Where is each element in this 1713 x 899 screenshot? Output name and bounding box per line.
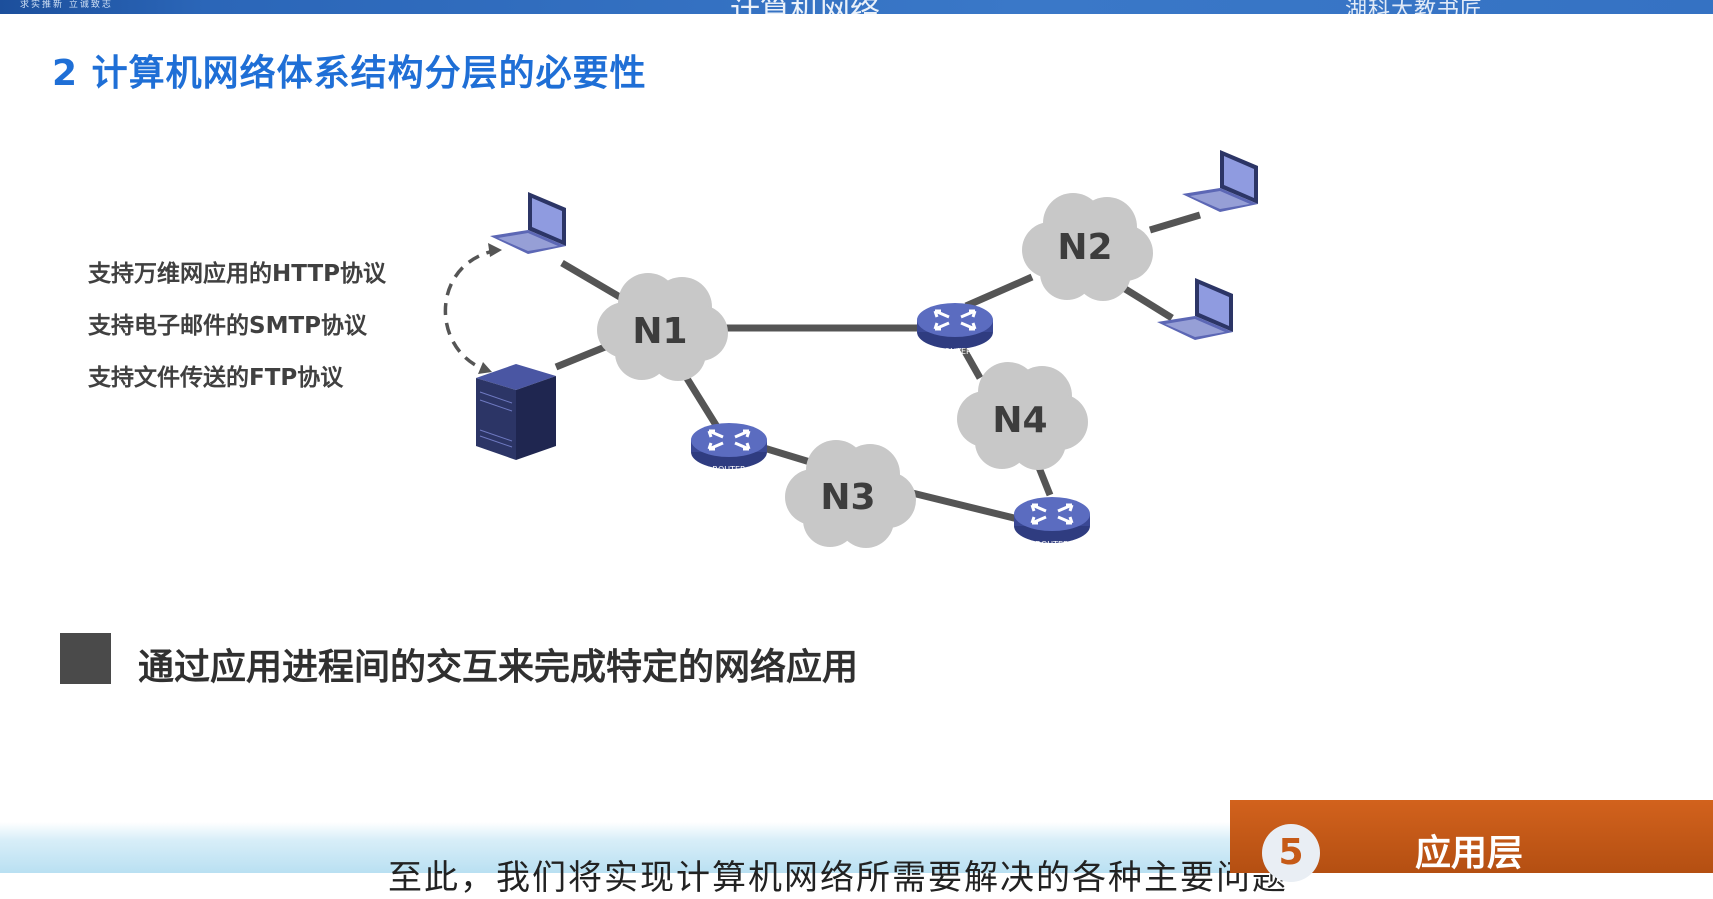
protocol-ftp-label: 支持文件传送的FTP协议 [88, 365, 344, 391]
network-diagram: N1 N2 N3 N4 ROUTER ROUTER ROUTER [443, 150, 1258, 549]
video-subtitle: 至此，我们将实现计算机网络所需要解决的各种主要问题 [388, 858, 1288, 898]
router-a: ROUTER [915, 301, 995, 356]
link-server-n1 [554, 341, 612, 371]
link-n2-laptop-top [1148, 211, 1202, 234]
link-router-a-n2 [964, 273, 1034, 310]
chapter-number: 5 [1262, 824, 1320, 882]
chapter-name: 应用层 [1415, 833, 1524, 874]
cloud-n3-label: N3 [820, 477, 875, 518]
banner-course-title: 计算机网络 [730, 0, 880, 29]
cloud-n4: N4 [957, 362, 1088, 470]
cloud-n2-label: N2 [1057, 227, 1112, 268]
link-router-b-n3 [762, 444, 812, 466]
cloud-n1: N1 [597, 273, 728, 381]
chapter-tab: 5 应用层 [1230, 800, 1713, 882]
protocol-smtp-label: 支持电子邮件的SMTP协议 [88, 313, 367, 339]
bullet-square [60, 633, 111, 684]
router-b: ROUTER [689, 421, 769, 474]
protocol-http-label: 支持万维网应用的HTTP协议 [88, 261, 387, 287]
cloud-n1-label: N1 [632, 311, 687, 352]
link-n2-laptop-bottom [1120, 284, 1174, 321]
link-laptop-n1 [560, 259, 627, 304]
cloud-n2: N2 [1022, 193, 1153, 301]
laptop-icon [1182, 150, 1258, 212]
banner-school: 湖科大教书匠 [1345, 0, 1484, 14]
router-a-label: ROUTER [938, 347, 972, 356]
slide-title: 2 计算机网络体系结构分层的必要性 [52, 53, 647, 94]
banner-motto: 求实推新 立诚致志 [20, 0, 113, 10]
bullet-text: 通过应用进程间的交互来完成特定的网络应用 [138, 647, 859, 688]
router-c: ROUTER [1012, 495, 1092, 549]
process-interaction-arrow [443, 243, 502, 374]
router-c-label: ROUTER [1035, 540, 1069, 549]
link-n3-router-c [899, 486, 1019, 523]
router-b-label: ROUTER [712, 465, 746, 474]
top-banner: 求实推新 立诚致志 计算机网络 湖科大教书匠 [0, 0, 1713, 29]
cloud-n4-label: N4 [992, 400, 1047, 441]
laptop-icon [490, 192, 566, 254]
server-icon [476, 364, 556, 460]
laptop-icon [1157, 278, 1233, 340]
cloud-n3: N3 [785, 440, 916, 548]
link-router-a-n4 [959, 346, 984, 380]
